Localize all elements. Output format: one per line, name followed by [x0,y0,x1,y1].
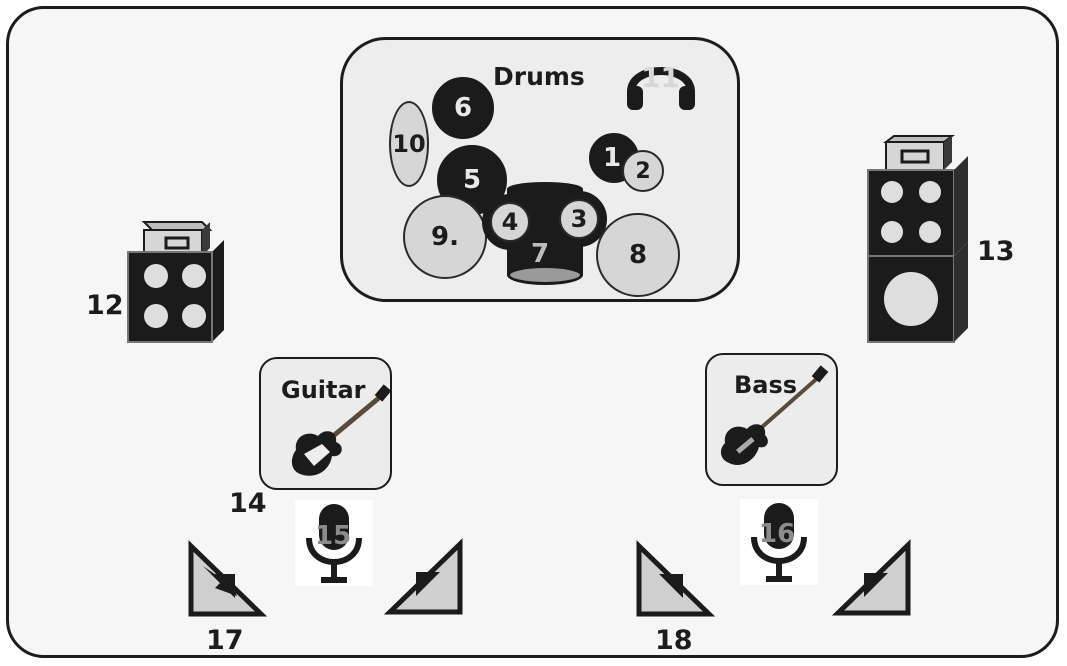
drum-piece-3: 3 [551,191,607,247]
drum-piece-4: 4 [482,194,538,250]
drum-piece-2: 2 [622,150,664,192]
drum-piece-6: 6 [432,77,494,139]
headphones-icon [627,67,695,110]
drum-piece-9: 9. [403,195,487,279]
guitar-amp-icon [127,221,224,343]
guitar-monitors-label: 17 [206,625,244,656]
guitar-mic-number: 15 [315,521,352,551]
monitor-wedge-icon [636,540,716,617]
microphone-icon [740,499,818,585]
microphone-icon [295,500,373,586]
bass-title: Bass [734,371,798,399]
electric-guitar-icon [291,384,392,476]
headphones-number: 11 [641,61,680,94]
drum-piece-10: 10 [389,101,429,187]
drum-piece-8: 8 [596,213,680,297]
guitar-title: Guitar [281,376,366,404]
guitar-amp-number: 12 [86,290,124,321]
monitor-wedge-icon [383,538,463,615]
bass-amp-number: 13 [977,236,1015,267]
drums-title: Drums [493,62,585,91]
bass-monitors-label: 18 [655,625,693,656]
drum-piece-7: 7 [531,239,550,269]
guitar-mic-label: 14 [229,488,267,519]
bass-mic-number: 16 [759,519,796,549]
bass-amp-icon [867,135,968,343]
bass-guitar-icon [720,365,829,466]
monitor-wedge-icon [831,539,911,616]
monitor-wedge-icon [188,540,268,617]
